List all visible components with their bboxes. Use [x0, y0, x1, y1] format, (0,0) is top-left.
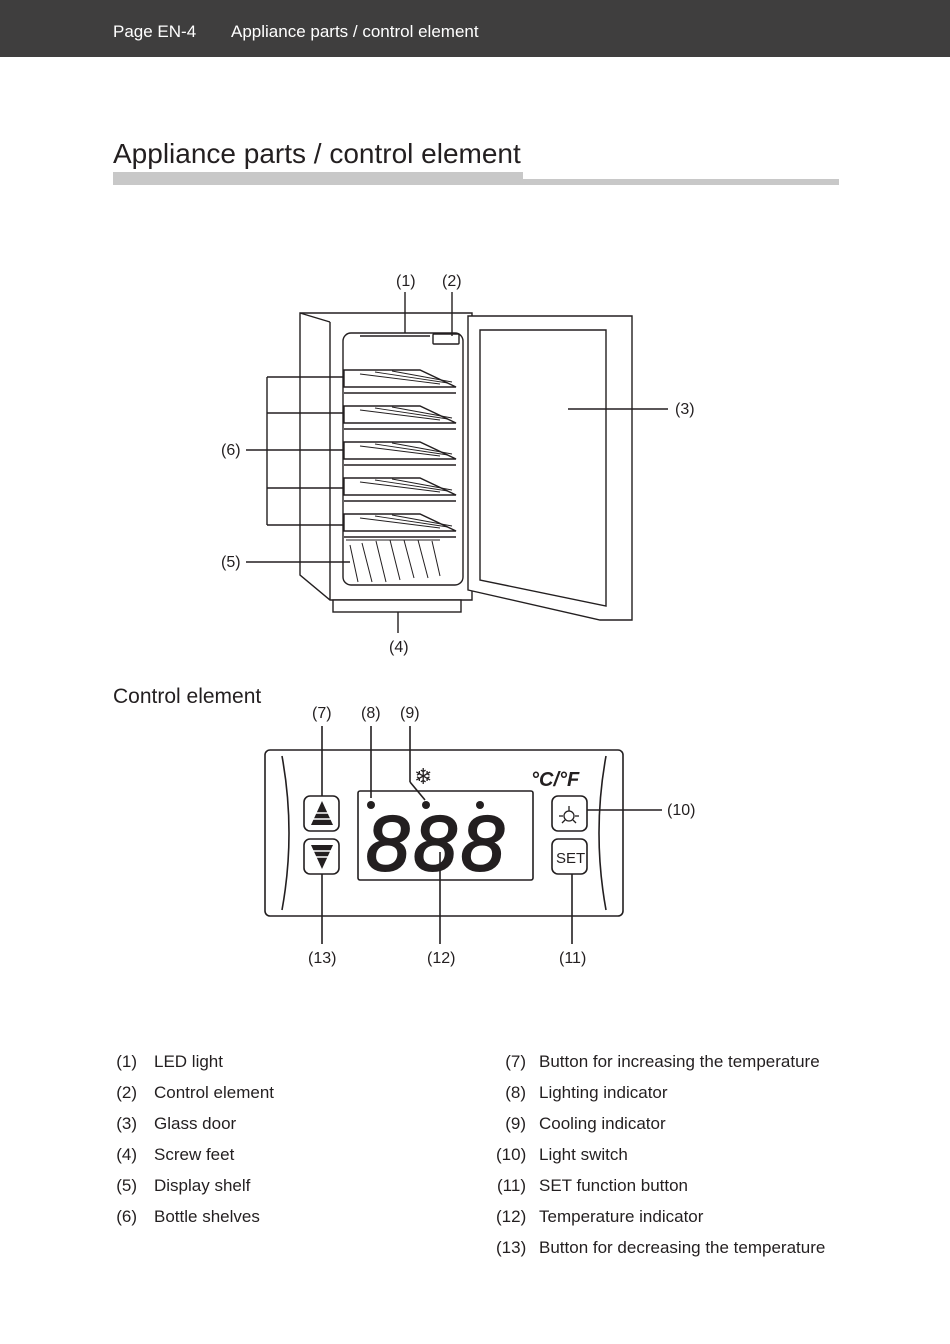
- header-bar: Page EN-4 Appliance parts / control elem…: [0, 0, 950, 57]
- page-number: Page EN-4: [113, 22, 197, 41]
- header-section-title: Appliance parts / control element: [231, 22, 479, 41]
- legend-item: (7)Button for increasing the temperature: [505, 1052, 820, 1071]
- snowflake-icon: ❄: [414, 764, 432, 789]
- callout-2: (2): [442, 273, 462, 290]
- legend-item: (10)Light switch: [496, 1145, 628, 1164]
- temperature-display: 888: [366, 799, 508, 887]
- callout-13: (13): [308, 950, 336, 967]
- legend-item: (13)Button for decreasing the temperatur…: [496, 1238, 826, 1257]
- set-function-button[interactable]: [551, 838, 588, 875]
- legend-left: (1)LED light (2)Control element (3)Glass…: [113, 1052, 413, 1238]
- set-label: SET: [556, 850, 585, 867]
- legend-item: (11)SET function button: [497, 1176, 689, 1195]
- callout-10: (10): [667, 802, 695, 819]
- legend-right: (7)Button for increasing the temperature…: [496, 1052, 876, 1269]
- legend-item: (8)Lighting indicator: [505, 1083, 668, 1102]
- title-underline: [113, 172, 523, 185]
- callout-11: (11): [559, 950, 586, 967]
- legend-item: (12)Temperature indicator: [496, 1207, 704, 1226]
- callout-5: (5): [221, 554, 241, 571]
- callout-6: (6): [221, 442, 241, 459]
- legend-item: (5)Display shelf: [116, 1176, 251, 1195]
- indicator-dot: [476, 801, 484, 809]
- page-title: Appliance parts / control element: [113, 138, 521, 169]
- legend-item: (3)Glass door: [116, 1114, 237, 1133]
- legend-item: (9)Cooling indicator: [505, 1114, 666, 1133]
- light-switch-button[interactable]: [551, 795, 588, 832]
- legend-item: (1)LED light: [116, 1052, 223, 1071]
- appliance-diagram: (1) (2) (3) (4) (5) (6): [221, 273, 695, 656]
- title-rule: [523, 179, 839, 185]
- lightbulb-icon: [559, 806, 579, 824]
- lighting-indicator: [367, 801, 375, 809]
- legend-item: (6)Bottle shelves: [116, 1207, 260, 1226]
- callout-9: (9): [400, 705, 420, 722]
- cooling-indicator: [422, 801, 430, 809]
- control-element-heading: Control element: [113, 685, 262, 708]
- control-panel-diagram: 888 ❄ °C/°F SET (7) (8) (9) (10) (11) (1…: [264, 705, 695, 967]
- legend-item: (4)Screw feet: [116, 1145, 235, 1164]
- callout-4: (4): [389, 639, 409, 656]
- unit-label: °C/°F: [531, 769, 580, 791]
- callout-12: (12): [427, 950, 455, 967]
- legend-item: (2)Control element: [116, 1083, 275, 1102]
- callout-3: (3): [675, 401, 695, 418]
- callout-8: (8): [361, 705, 381, 722]
- callout-1: (1): [396, 273, 416, 290]
- callout-7: (7): [312, 705, 332, 722]
